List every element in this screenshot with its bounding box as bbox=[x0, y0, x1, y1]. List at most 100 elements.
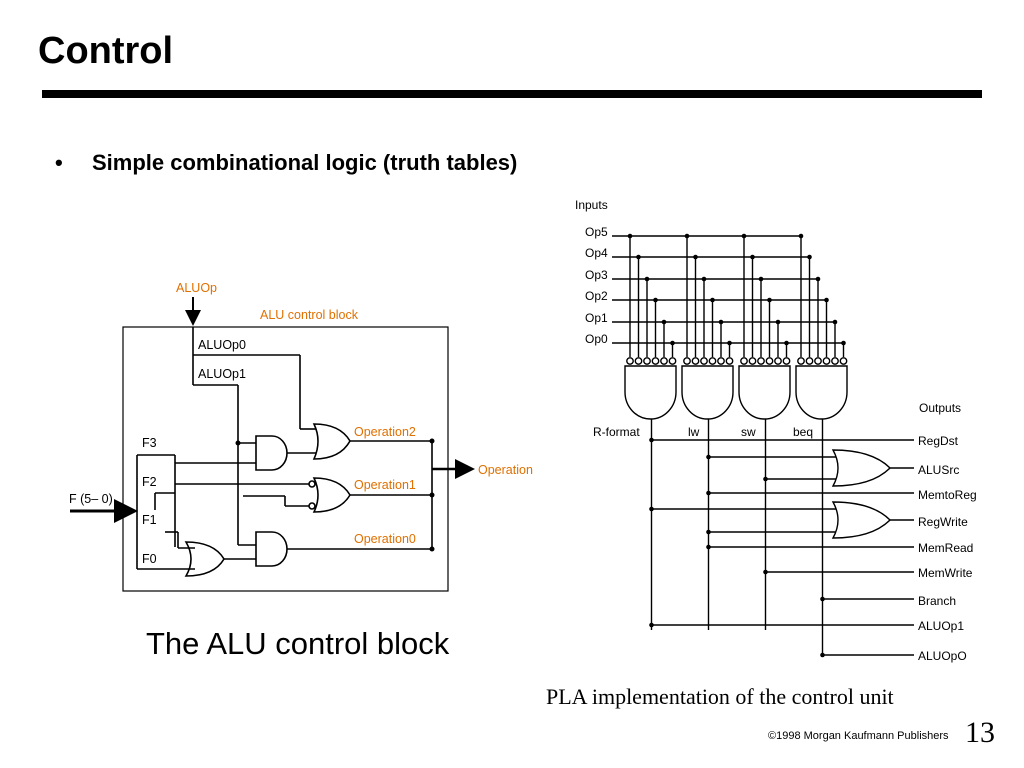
pla-output-aluop0: ALUOpO bbox=[918, 649, 967, 663]
pla-connection-dot bbox=[649, 437, 654, 443]
pla-term-r-format: R-format bbox=[593, 425, 640, 439]
aluop0-label: ALUOp0 bbox=[198, 338, 246, 352]
alu-control-box bbox=[122, 326, 449, 592]
pla-connection-dot bbox=[775, 319, 781, 325]
pla-inverter-bubble bbox=[805, 357, 814, 365]
pla-input-op3: Op3 bbox=[585, 268, 608, 282]
aluop-label: ALUOp bbox=[176, 281, 217, 295]
pla-connection-dot bbox=[763, 476, 768, 482]
pla-connection-dot bbox=[820, 652, 825, 658]
pla-input-op0: Op0 bbox=[585, 332, 608, 346]
pla-connection-dot bbox=[706, 544, 711, 550]
operation0-label: Operation0 bbox=[354, 532, 416, 546]
operation-output-label: Operation bbox=[478, 463, 533, 477]
alu-labels: ALUOp ALU control block ALUOp0 ALUOp1 F … bbox=[69, 281, 533, 566]
page-number: 13 bbox=[965, 716, 995, 749]
pla-connection-dot bbox=[636, 254, 641, 260]
pla-connection-dot bbox=[798, 233, 804, 239]
pla-inverter-bubble bbox=[691, 357, 700, 365]
pla-inverter-bubble bbox=[708, 357, 717, 365]
f0-label: F0 bbox=[142, 552, 157, 566]
pla-inverter-bubble bbox=[814, 357, 822, 365]
pla-connection-dot bbox=[727, 340, 732, 346]
pla-connection-dot bbox=[693, 254, 698, 260]
pla-connection-dot bbox=[718, 319, 724, 325]
pla-term-lw: lw bbox=[688, 425, 700, 439]
pla-inverter-bubble bbox=[725, 357, 734, 365]
pla-inverter-bubble bbox=[717, 357, 725, 365]
pla-caption: PLA implementation of the control unit bbox=[546, 684, 894, 709]
pla-connection-dot bbox=[644, 276, 650, 282]
or-gate-f0-f1 bbox=[184, 541, 225, 577]
inverter-bubble bbox=[308, 502, 316, 510]
pla-input-op2: Op2 bbox=[585, 289, 608, 303]
pla-inverter-bubble bbox=[765, 357, 774, 365]
pla-connection-dot bbox=[706, 454, 711, 460]
pla-input-op4: Op4 bbox=[585, 246, 608, 260]
pla-connection-dot bbox=[750, 254, 755, 260]
pla-connection-dot bbox=[661, 319, 667, 325]
pla-diagram bbox=[612, 233, 914, 658]
pla-connection-dot bbox=[706, 529, 711, 535]
pla-inputs-label: Inputs bbox=[575, 198, 608, 212]
pla-connection-dot bbox=[706, 490, 711, 496]
aluop1-label: ALUOp1 bbox=[198, 367, 246, 381]
pla-inverter-bubble bbox=[782, 357, 791, 365]
pla-connection-dot bbox=[670, 340, 675, 346]
pla-connection-dot bbox=[653, 297, 658, 303]
pla-output-regdst: RegDst bbox=[918, 434, 959, 448]
pla-inverter-bubble bbox=[774, 357, 782, 365]
and-gate-bottom bbox=[255, 531, 288, 567]
pla-connection-dot bbox=[627, 233, 633, 239]
pla-connection-dot bbox=[832, 319, 838, 325]
pla-inverter-bubble bbox=[797, 357, 805, 365]
bullet-text: Simple combinational logic (truth tables… bbox=[92, 150, 518, 175]
pla-inverter-bubble bbox=[831, 357, 839, 365]
pla-inverter-bubble bbox=[643, 357, 651, 365]
and-gate-top bbox=[255, 435, 288, 471]
inverter-bubble bbox=[308, 480, 316, 488]
pla-inverter-bubble bbox=[626, 357, 634, 365]
or-gate-operation2 bbox=[312, 423, 351, 460]
pla-inverter-bubble bbox=[634, 357, 643, 365]
pla-inverter-bubble bbox=[668, 357, 677, 365]
pla-connection-dot bbox=[649, 506, 654, 512]
pla-connection-dot bbox=[767, 297, 772, 303]
pla-and-gate bbox=[738, 365, 791, 420]
pla-or-gate-regwrite bbox=[831, 501, 891, 539]
pla-labels: Inputs Op5 Op4 Op3 Op2 Op1 Op0 R-format … bbox=[575, 198, 977, 663]
slide-title: Control bbox=[38, 30, 174, 72]
pla-inverter-bubble bbox=[651, 357, 660, 365]
f1-label: F1 bbox=[142, 513, 157, 527]
pla-connection-dot bbox=[763, 569, 768, 575]
operation2-label: Operation2 bbox=[354, 425, 416, 439]
pla-input-op5: Op5 bbox=[585, 225, 608, 239]
pla-term-sw: sw bbox=[741, 425, 756, 439]
pla-term-beq: beq bbox=[793, 425, 813, 439]
function-input-label: F (5– 0) bbox=[69, 492, 113, 506]
pla-inverter-bubble bbox=[748, 357, 757, 365]
operation1-label: Operation1 bbox=[354, 478, 416, 492]
pla-input-op1: Op1 bbox=[585, 311, 608, 325]
pla-inverter-bubble bbox=[700, 357, 708, 365]
pla-and-gate bbox=[795, 365, 848, 420]
pla-outputs-label: Outputs bbox=[919, 401, 961, 415]
pla-connection-dot bbox=[807, 254, 812, 260]
pla-and-gate bbox=[624, 365, 677, 420]
pla-inverter-bubble bbox=[683, 357, 691, 365]
pla-inverter-bubble bbox=[740, 357, 748, 365]
alu-control-diagram bbox=[70, 297, 475, 592]
pla-output-memwrite: MemWrite bbox=[918, 566, 973, 580]
pla-connection-dot bbox=[741, 233, 747, 239]
pla-connection-dot bbox=[841, 340, 846, 346]
pla-output-aluop1: ALUOp1 bbox=[918, 619, 964, 633]
pla-connection-dot bbox=[710, 297, 715, 303]
pla-inverter-bubble bbox=[822, 357, 831, 365]
pla-output-memtoreg: MemtoReg bbox=[918, 488, 977, 502]
pla-output-regwrite: RegWrite bbox=[918, 515, 968, 529]
alu-block-label: ALU control block bbox=[260, 308, 359, 322]
pla-connection-dot bbox=[649, 622, 654, 628]
bullet-marker: • bbox=[55, 150, 63, 175]
pla-connection-dot bbox=[784, 340, 789, 346]
